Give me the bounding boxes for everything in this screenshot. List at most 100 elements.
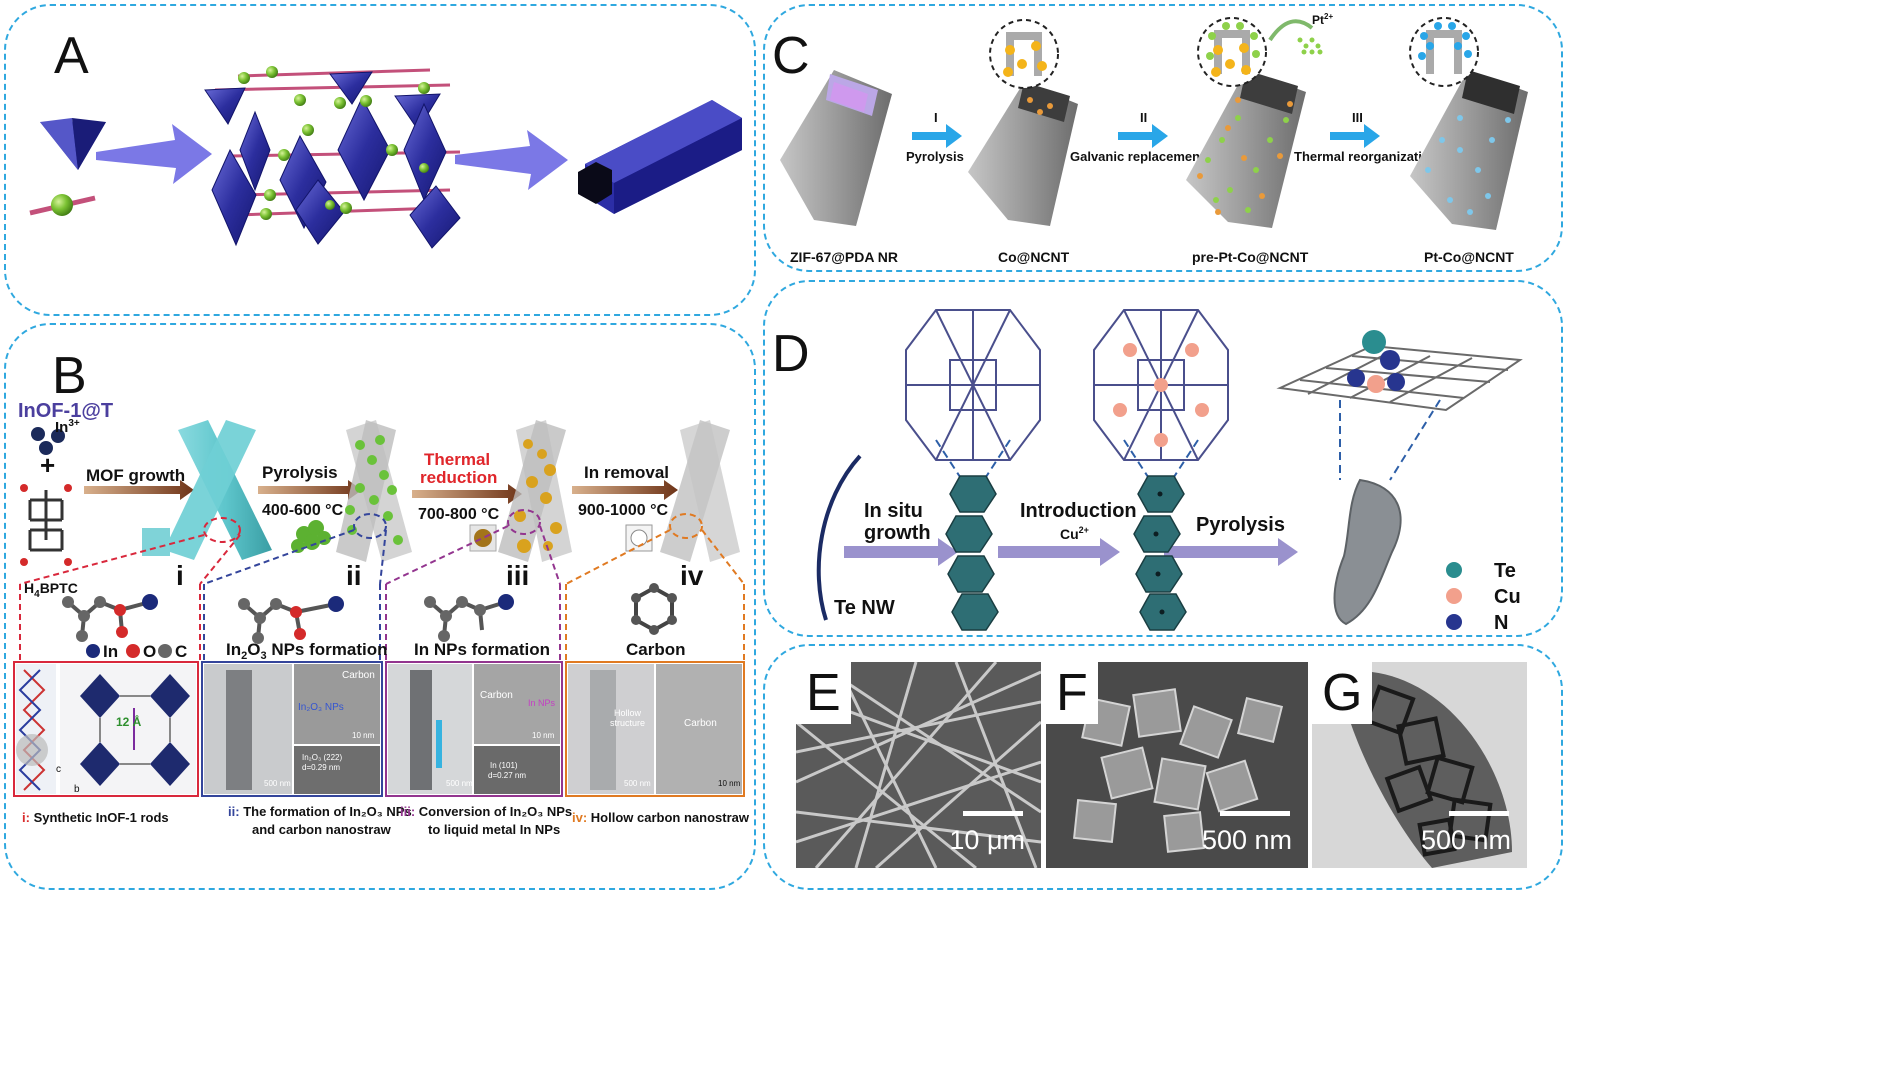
step-pyrolysis: Pyrolysis <box>262 463 338 482</box>
molecule-iv <box>634 585 674 633</box>
molecule-iii <box>424 594 514 642</box>
step-in-removal-temp: 900-1000 °C <box>578 502 668 519</box>
caption-iii-2: to liquid metal In NPs <box>428 822 560 837</box>
svg-text:Carbon: Carbon <box>684 718 717 729</box>
step-thermal-2: reduction <box>420 468 497 487</box>
step-mof-growth: MOF growth <box>86 466 185 485</box>
panel-g-label: G <box>1312 662 1373 724</box>
zoom-inset-co <box>989 19 1059 89</box>
panel-c-frame <box>763 4 1563 272</box>
rod-zif67-pda <box>780 70 892 226</box>
rod-co-ncnt <box>968 82 1078 226</box>
rod-pt-co <box>1410 70 1528 230</box>
panel-b-diagram: InOF-1@T In3+ + H4BPTC MOF growth Pyroly… <box>18 400 745 600</box>
te-nw-label: Te NW <box>834 597 895 619</box>
scale-text-e: 10 μm <box>949 825 1025 855</box>
panel-a-label: A <box>54 27 89 85</box>
roman-ii: ii <box>346 560 362 591</box>
panel-b-frame <box>4 323 756 890</box>
panel-b-label: B <box>52 347 87 405</box>
step-c-roman-1: I <box>934 110 938 125</box>
tem-box-iv: Hollow structure Carbon 500 nm 10 nm <box>565 661 745 797</box>
molecule-legend: In O C <box>86 642 187 661</box>
arrow-d-1 <box>844 538 958 566</box>
step-c-label-1: Pyrolysis <box>906 149 964 164</box>
svg-text:O: O <box>143 642 156 661</box>
panel-efg-frame <box>763 644 1563 890</box>
section-carbon-title: Carbon <box>626 640 686 659</box>
svg-text:d=0.29 nm: d=0.29 nm <box>302 763 340 772</box>
step-d-1b: growth <box>864 522 931 544</box>
roman-iii: iii <box>506 560 529 591</box>
h4bptc-label: H4BPTC <box>24 580 78 600</box>
zoom-lines <box>19 509 745 585</box>
arrow-mof-growth <box>84 480 194 500</box>
single-atom-sites <box>1347 330 1405 393</box>
rods-iii <box>469 420 572 562</box>
te-nanowire <box>816 454 862 621</box>
svg-text:C: C <box>175 642 187 661</box>
assembly-arrow-2 <box>455 130 568 190</box>
section-separators <box>19 584 745 660</box>
sem-image-e: E 10 μm <box>796 662 1041 868</box>
pt-ion-label: Pt2+ <box>1312 12 1333 27</box>
zoom-inset-pre-pt <box>1197 17 1267 87</box>
step-thermal-temp: 700-800 °C <box>418 506 500 523</box>
svg-text:500 nm: 500 nm <box>446 779 473 788</box>
chain-2-dots <box>1153 491 1165 615</box>
panel-b-lower: In O C In2O3 NPs formation In NPs format… <box>13 583 750 837</box>
molecule-iv-atoms <box>631 583 677 635</box>
zoom-inset-pt <box>1409 17 1479 87</box>
arrow-d-3 <box>1164 538 1298 566</box>
arrow-in-removal <box>572 480 678 500</box>
panel-c-label: C <box>772 27 810 85</box>
caption-iv: iv: Hollow carbon nanostraw <box>572 810 750 825</box>
linker-unit <box>29 194 96 216</box>
scale-bar-e <box>963 811 1023 816</box>
assembly-arrow-1 <box>96 124 212 184</box>
svg-text:In NPs: In NPs <box>528 698 556 708</box>
caption-i: i: Synthetic InOF-1 rods <box>22 810 169 825</box>
product-2: Co@NCNT <box>998 249 1070 265</box>
panel-d-diagram: Te NW In situ growth Introduction Cu2+ P… <box>816 309 1523 634</box>
chain-1 <box>945 475 999 631</box>
in-ion-label: In3+ <box>55 418 80 436</box>
arrow-d-2 <box>998 538 1120 566</box>
caption-ii-2: and carbon nanostraw <box>252 822 392 837</box>
scale-bar-f <box>1220 811 1290 816</box>
roman-i: i <box>176 560 184 591</box>
product-3: pre-Pt-Co@NCNT <box>1192 249 1309 265</box>
step-d-3: Pyrolysis <box>1196 514 1285 536</box>
in-ion-cluster <box>31 427 65 455</box>
step-c-roman-2: II <box>1140 110 1147 125</box>
arrow-c-2 <box>1118 124 1168 148</box>
panel-c-diagram: I Pyrolysis II Galvanic replacement Pt2+ <box>780 12 1528 265</box>
svg-text:500 nm: 500 nm <box>264 779 291 788</box>
svg-text:In (101): In (101) <box>490 761 518 770</box>
step-c-roman-3: III <box>1352 110 1363 125</box>
sem-image-f: F 500 nm <box>1046 662 1308 868</box>
inof-title: InOF-1@T <box>18 400 113 422</box>
panel-a-frame <box>4 4 756 316</box>
svg-text:structure: structure <box>610 718 645 728</box>
svg-text:b: b <box>74 784 80 795</box>
svg-text:In: In <box>103 642 118 661</box>
d-legend: Te Cu N <box>1446 560 1521 634</box>
product-1: ZIF-67@PDA NR <box>790 249 898 265</box>
section-in2o3-title: In2O3 NPs formation <box>226 640 388 662</box>
step-d-2-ion: Cu2+ <box>1060 525 1089 542</box>
tem-box-iii: Carbon In NPs 10 nm In (101) d=0.27 nm 5… <box>385 661 563 797</box>
svg-text:500 nm: 500 nm <box>624 779 651 788</box>
mof-cage-1 <box>905 309 1041 461</box>
svg-text:Carbon: Carbon <box>342 670 375 681</box>
h4bptc-oxygens <box>20 484 72 566</box>
tem-image-g: G 500 nm <box>1312 662 1527 868</box>
svg-text:N: N <box>1494 612 1508 634</box>
panel-d-frame <box>763 280 1563 637</box>
molecule-ii <box>238 596 344 644</box>
rods-iv <box>625 420 740 562</box>
tem-box-i: 12 Å c b <box>13 661 199 797</box>
product-4: Pt-Co@NCNT <box>1424 249 1514 265</box>
tem-box-ii: Carbon In₂O₃ NPs 10 nm In₂O₃ (222) d=0.2… <box>201 661 383 797</box>
caption-ii-1: ii: The formation of In₂O₃ NPs <box>228 804 412 819</box>
